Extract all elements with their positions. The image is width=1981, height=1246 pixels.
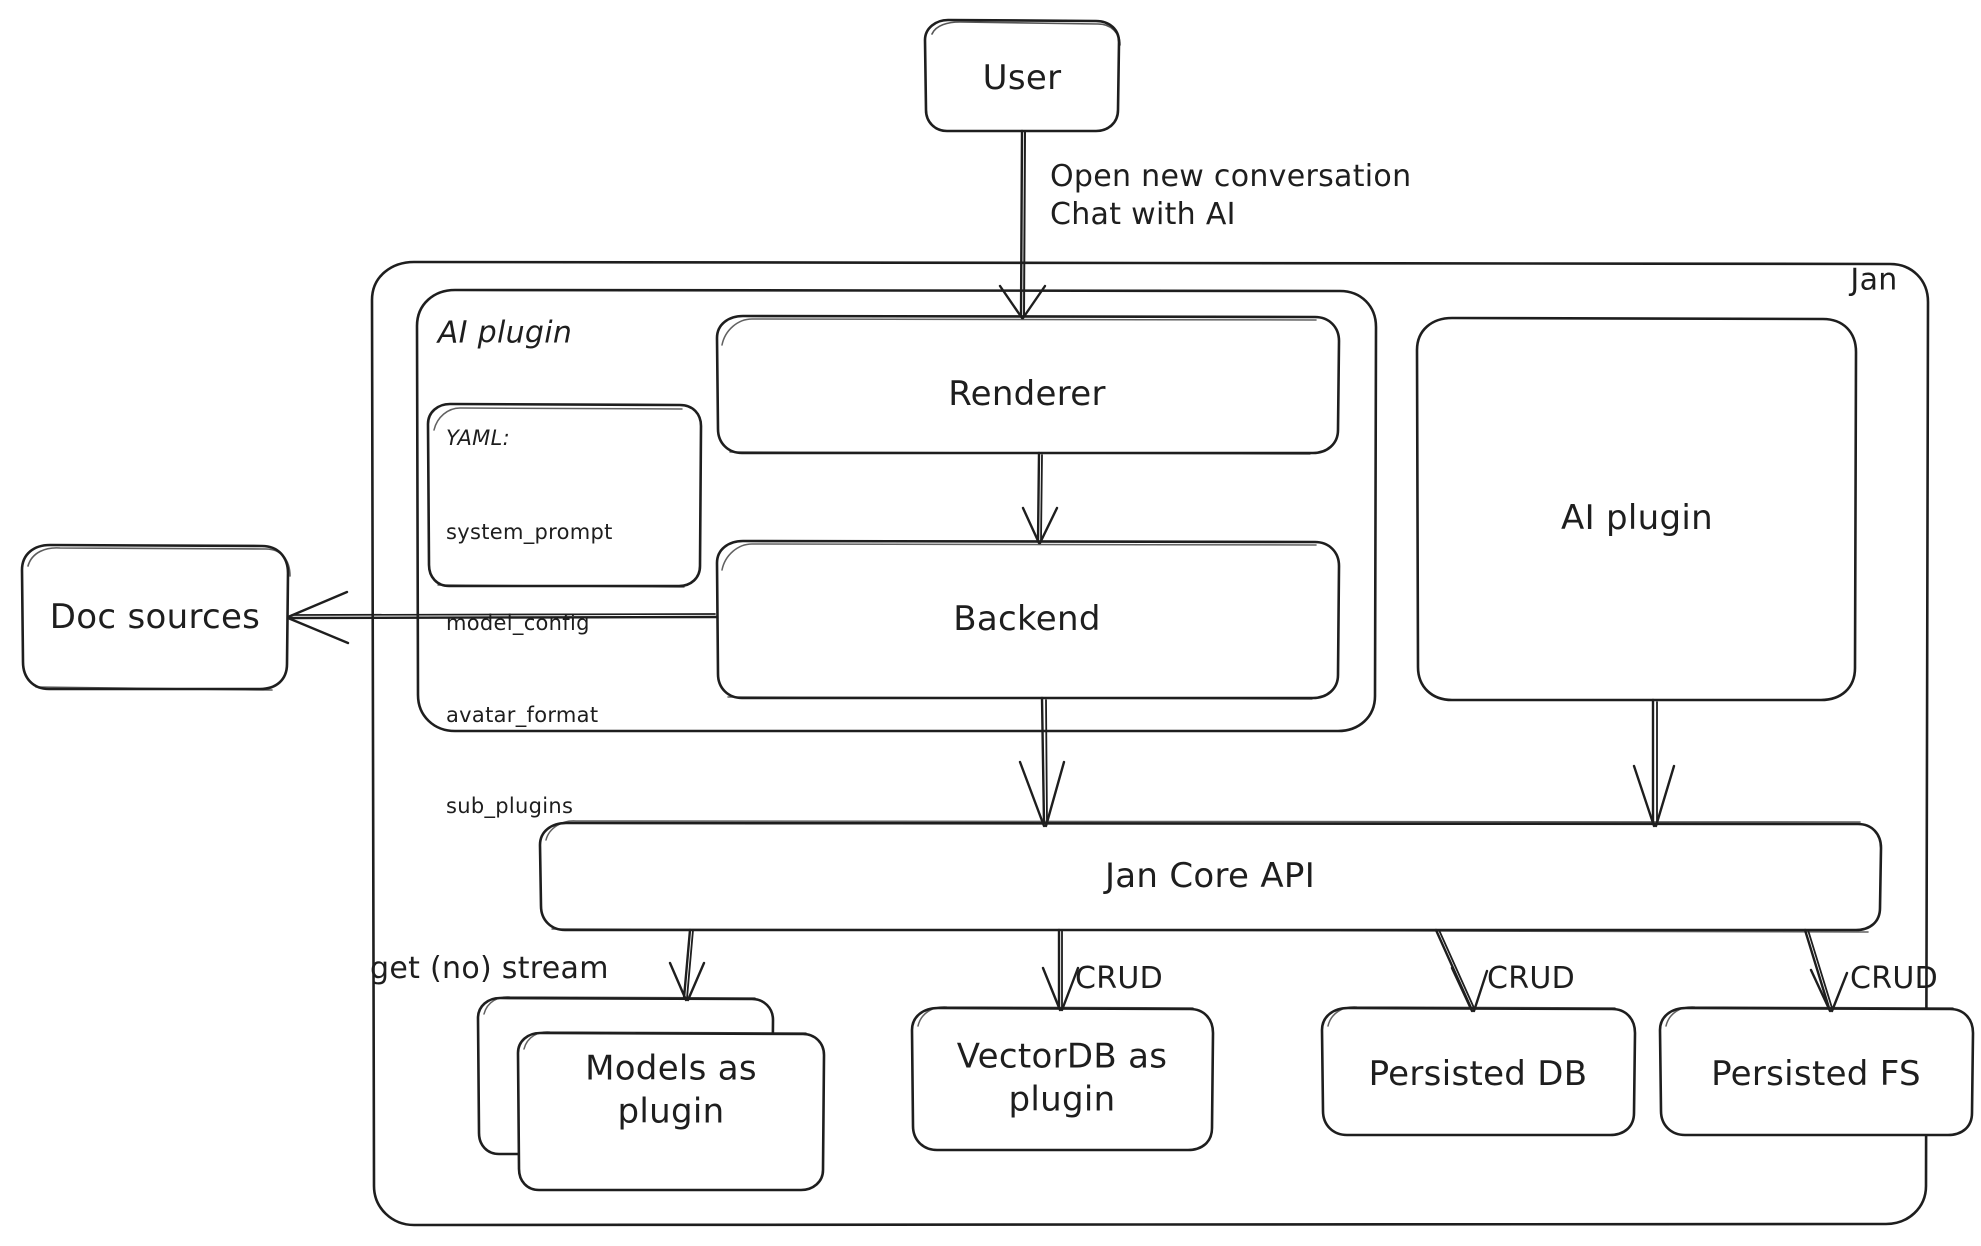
node-label-jan-core-api: Jan Core API	[1104, 855, 1316, 896]
edge-backend-to-core	[1018, 696, 1066, 828]
yaml-key-system-prompt: system_prompt	[446, 519, 613, 544]
node-doc-sources-shape[interactable]	[20, 543, 291, 691]
node-label-persisted-db: Persisted DB	[1368, 1053, 1588, 1094]
edge-ai-plugin-to-core	[1632, 698, 1676, 828]
edge-label-user-to-renderer: Open new conversation Chat with AI	[1050, 159, 1412, 232]
edge-label-core-to-persisted-db: CRUD	[1487, 961, 1576, 996]
node-yaml-card-shape[interactable]	[426, 402, 703, 588]
yaml-key-sub-plugins: sub_plugins	[446, 793, 574, 818]
yaml-key-model-config: model_config	[446, 611, 590, 636]
yaml-key-avatar-format: avatar_format	[446, 702, 599, 727]
yaml-card-keys: system_prompt model_config avatar_format…	[446, 456, 613, 882]
group-label-ai-plugin: AI plugin	[437, 315, 573, 351]
edge-core-to-models	[668, 928, 706, 1002]
node-label-renderer: Renderer	[948, 373, 1106, 414]
group-jan	[370, 260, 1930, 1227]
group-label-jan: Jan	[1850, 262, 1898, 298]
node-persisted-db-shape[interactable]	[1320, 1006, 1637, 1137]
node-renderer-shape[interactable]	[715, 314, 1341, 455]
node-models-plugin-shape[interactable]	[476, 996, 826, 1192]
node-persisted-fs-shape[interactable]	[1658, 1006, 1975, 1137]
node-label-models-plugin: Models as plugin	[585, 1048, 757, 1132]
group-ai-plugin	[415, 288, 1378, 733]
node-label-vectordb-plugin: VectorDB as plugin	[956, 1036, 1168, 1120]
node-label-backend: Backend	[953, 598, 1101, 639]
node-ai-plugin-shape[interactable]	[1415, 316, 1858, 702]
edge-label-core-to-vectordb: CRUD	[1075, 961, 1164, 996]
node-vectordb-plugin-shape[interactable]	[910, 1006, 1215, 1152]
node-user-shape[interactable]	[923, 18, 1121, 133]
edge-backend-to-doc-sources	[286, 590, 719, 645]
edge-core-to-persisted-db	[1434, 928, 1489, 1013]
node-label-doc-sources: Doc sources	[49, 596, 261, 637]
edge-label-core-to-models: get (no) stream	[370, 951, 609, 986]
edge-core-to-persisted-fs	[1803, 928, 1849, 1013]
edge-renderer-to-backend	[1021, 451, 1059, 545]
edge-user-to-renderer	[998, 129, 1047, 320]
node-jan-core-api-shape[interactable]	[538, 820, 1883, 933]
node-label-ai-plugin: AI plugin	[1561, 497, 1713, 538]
node-label-persisted-fs: Persisted FS	[1711, 1053, 1921, 1094]
edge-core-to-vectordb	[1041, 928, 1080, 1012]
node-backend-shape[interactable]	[715, 539, 1341, 700]
yaml-card-title: YAML:	[446, 426, 510, 450]
edge-label-core-to-persisted-fs: CRUD	[1850, 961, 1939, 996]
node-label-user: User	[982, 57, 1062, 98]
